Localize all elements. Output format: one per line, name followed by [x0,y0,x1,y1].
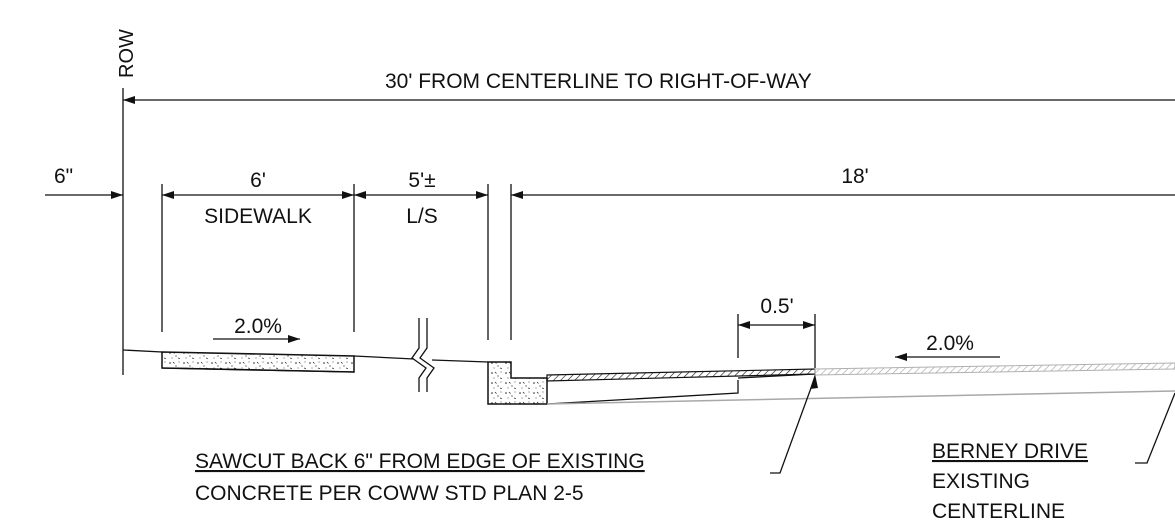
sawcut-leader-line [770,376,816,474]
sidewalk-label: SIDEWALK [204,205,312,228]
existing-pavement-base [546,390,1175,405]
break-line-symbol-2 [419,318,435,392]
lane-width-label: 18' [841,165,868,188]
sidewalk-width-label: 6' [250,169,266,192]
existing-pavement [814,362,1175,376]
centerline-label-line-1: EXISTING [932,470,1030,493]
ground-line-left [122,349,163,353]
centerline-leader-line [1135,392,1175,464]
sawcut-leader-arrowhead [810,374,818,389]
sidewalk-slope-label: 2.0% [234,315,282,338]
sawcut-note-line-2: CONCRETE PER COWW STD PLAN 2-5 [195,482,584,505]
row-label: ROW [116,29,138,78]
sidewalk-base-line [161,367,355,373]
ground-line-landscape [431,359,489,363]
new-pavement-patch [546,368,816,382]
sawcut-width-label: 0.5' [760,295,793,318]
street-name-label: BERNEY DRIVE [932,440,1088,463]
offset-label: 6" [54,165,73,188]
landscape-label: L/S [406,205,438,228]
pavement-base-line [546,380,739,405]
ground-line-right [353,355,415,360]
centerline-label-line-2: CENTERLINE [932,500,1065,520]
sawcut-note-line-1: SAWCUT BACK 6" FROM EDGE OF EXISTING [195,450,645,473]
break-line-symbol-1 [411,318,427,392]
curb-and-gutter [487,361,548,405]
landscape-width-label: 5'± [408,169,435,192]
pavement-sawcut-face [737,373,816,379]
road-slope-label: 2.0% [926,332,974,355]
row-width-label: 30' FROM CENTERLINE TO RIGHT-OF-WAY [385,70,812,93]
